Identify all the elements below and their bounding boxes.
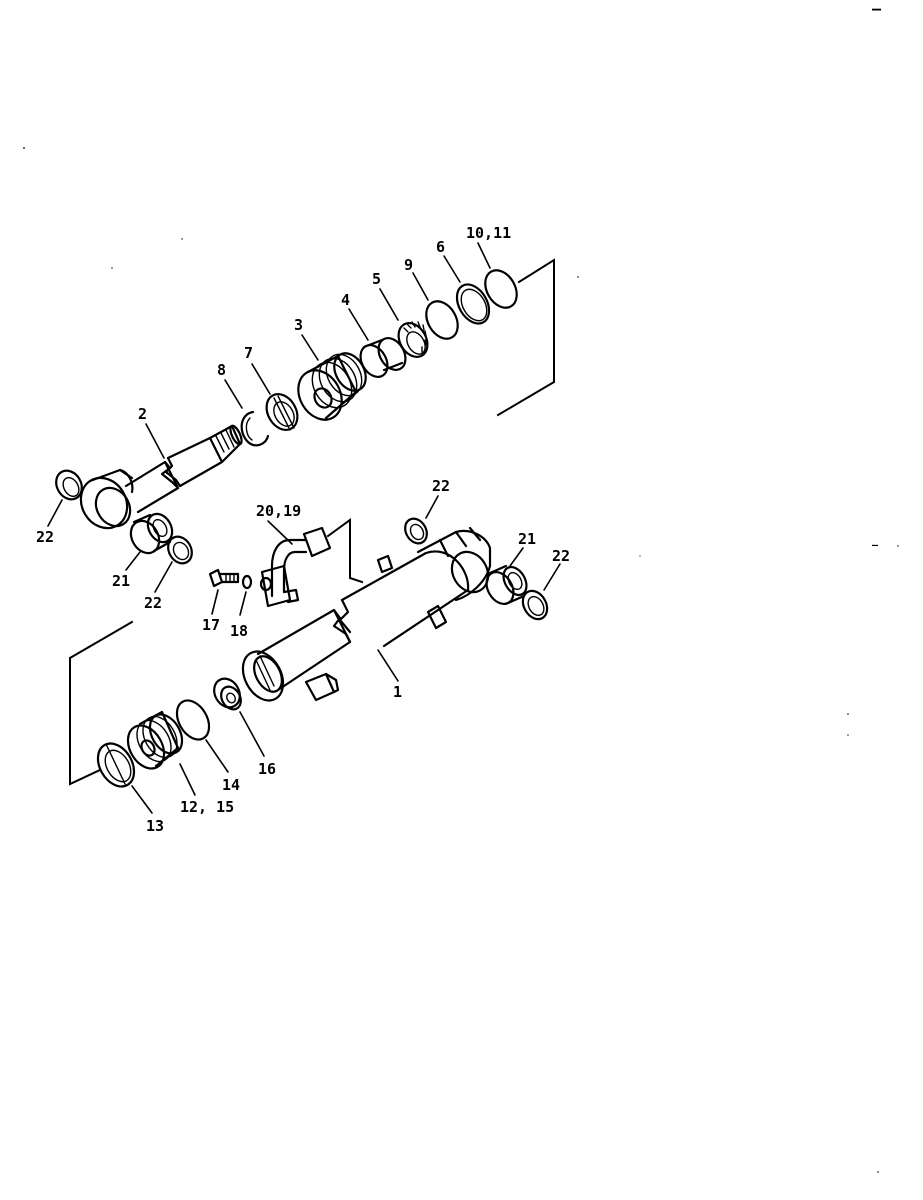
- part-21-bushing-left: [129, 512, 174, 555]
- part-14-o-ring: [175, 699, 211, 741]
- part-18-washer: [241, 574, 253, 590]
- callout-2: 2: [138, 405, 147, 423]
- callout-21-left: 21: [112, 572, 130, 590]
- callout-7: 7: [244, 344, 253, 362]
- callout-1: 1: [393, 683, 402, 701]
- part-17-bolt: [208, 568, 240, 588]
- part-22-wiper-ring-right: [521, 589, 549, 621]
- callout-16: 16: [258, 760, 276, 778]
- callout-13: 13: [146, 817, 164, 835]
- callout-5: 5: [372, 270, 381, 288]
- leader-lines: [47, 242, 561, 814]
- upper-group-bracket: [496, 258, 555, 417]
- callout-14: 14: [222, 776, 240, 794]
- part-6-o-ring: [455, 283, 491, 325]
- callout-6: 6: [436, 238, 445, 256]
- part-5-roller-ring: [397, 321, 429, 358]
- part-9-o-ring: [425, 300, 459, 340]
- part-4-bushing: [359, 337, 407, 378]
- part-12-15-cylinder-head: [126, 710, 184, 770]
- callout-20-19: 20,19: [256, 502, 301, 520]
- part-2-piston-rod: [79, 424, 243, 530]
- callout-18: 18: [230, 622, 248, 640]
- callout-10-11: 10,11: [466, 224, 511, 242]
- callout-3: 3: [294, 316, 303, 334]
- part-7-bearing-ring: [265, 393, 299, 431]
- callout-22-right: 22: [552, 547, 570, 565]
- callout-22-top-left: 22: [36, 528, 54, 546]
- callout-22-left-lower: 22: [144, 594, 162, 612]
- scan-specks: [23, 147, 899, 1173]
- callout-9: 9: [404, 256, 413, 274]
- part-20-19-pipe: [259, 526, 332, 608]
- part-22-wiper-ring-right-upper: [404, 517, 428, 545]
- part-22-wiper-ring-left-lower: [167, 535, 193, 565]
- callout-4: 4: [341, 291, 350, 309]
- callout-12-15: 12, 15: [180, 798, 234, 816]
- part-21-bushing-right: [485, 564, 528, 605]
- part-1-cylinder-tube: [241, 526, 492, 702]
- callout-22-upper-right: 22: [432, 477, 450, 495]
- callout-labels: 1 2 3 4 5 6 7 8 9 10,11 12, 15 13 14 16 …: [36, 224, 570, 835]
- part-22-wiper-ring-left: [55, 469, 83, 501]
- corner-mark-mid-right: –: [872, 540, 879, 551]
- part-8-snap-ring: [240, 410, 270, 447]
- part-16-nut: [213, 677, 242, 711]
- callout-8: 8: [217, 361, 226, 379]
- callout-21-right: 21: [518, 530, 536, 548]
- hose-bracket: [326, 518, 364, 584]
- callout-17: 17: [202, 616, 220, 634]
- part-13-dust-seal: [96, 742, 136, 788]
- corner-mark-top-right: –: [872, 0, 882, 18]
- part-10-11-ring: [484, 269, 518, 309]
- lower-group-bracket: [69, 620, 134, 786]
